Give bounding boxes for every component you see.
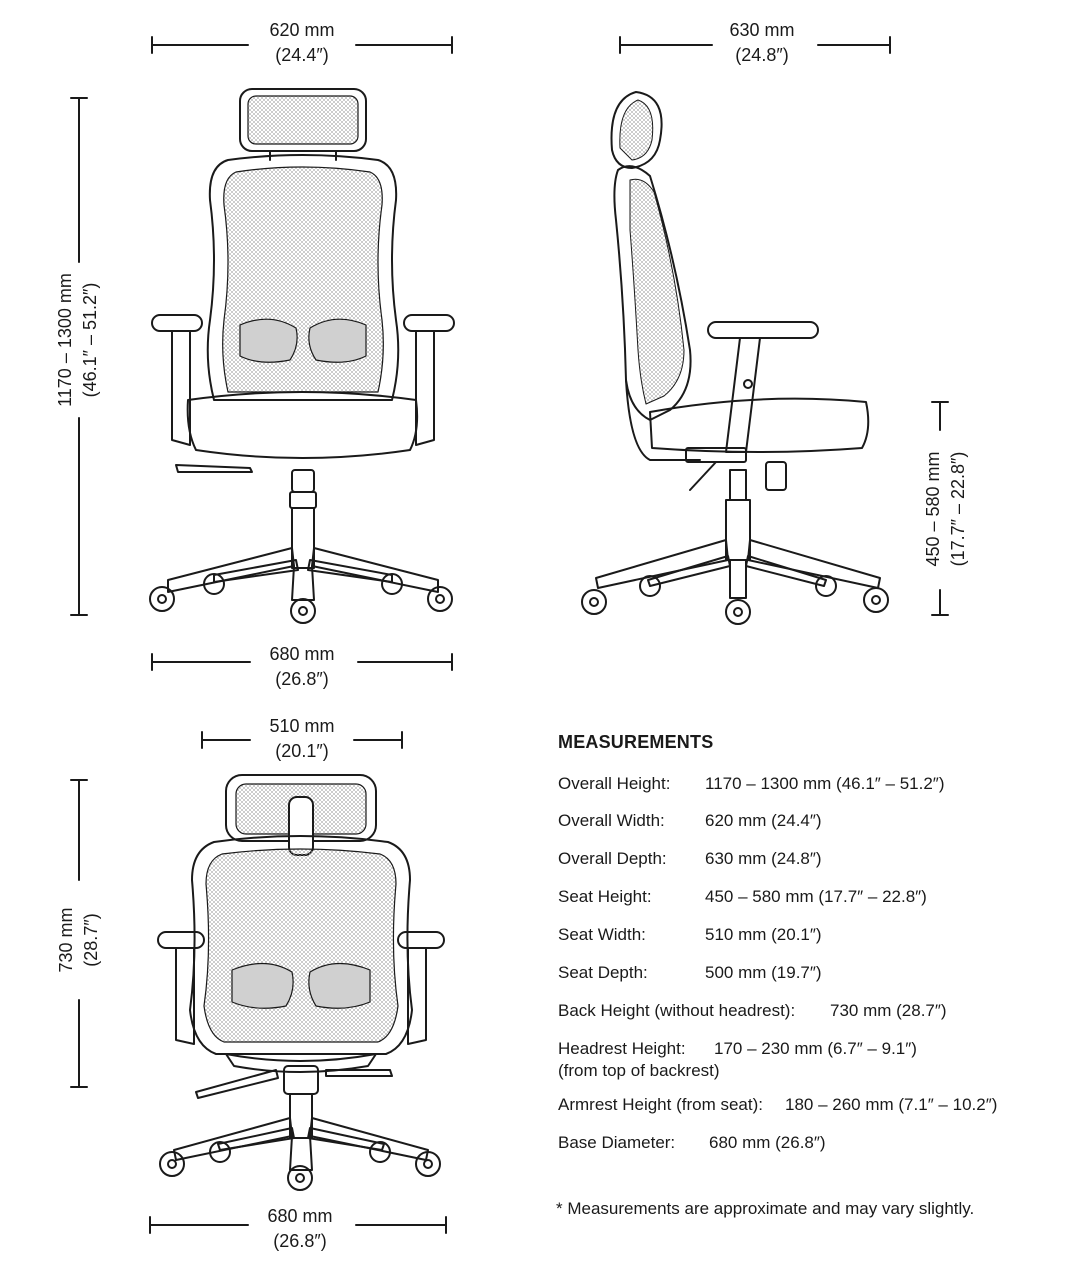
back-height-in: (28.7″) <box>81 913 101 967</box>
measurement-value: 1170 – 1300 mm (46.1″ – 51.2″) <box>705 774 945 793</box>
back-seat-width-label: 510 mm (20.1″) <box>252 714 352 764</box>
measurement-note: (from top of backrest) <box>558 1061 720 1080</box>
measurement-row: Armrest Height (from seat): 180 – 260 mm… <box>558 1094 1058 1116</box>
back-seat-width-in: (20.1″) <box>275 741 329 761</box>
front-height-mm: 1170 – 1300 mm <box>55 273 75 407</box>
measurement-label: Armrest Height (from seat): <box>558 1095 763 1114</box>
front-width-mm: 620 mm <box>269 20 335 40</box>
measurements-title: MEASUREMENTS <box>558 732 714 752</box>
measurement-label: Seat Height: <box>558 887 652 906</box>
back-chair-drawing <box>157 774 445 1191</box>
measurement-row: Seat Depth: 500 mm (19.7″) <box>558 962 1058 984</box>
measurement-label: Seat Depth: <box>558 963 648 982</box>
front-base-dimension-line <box>151 653 453 671</box>
measurement-row: Overall Height: 1170 – 1300 mm (46.1″ – … <box>558 773 1058 795</box>
measurement-value: 180 – 260 mm (7.1″ – 10.2″) <box>785 1095 998 1114</box>
front-height-dimension-line <box>70 97 88 616</box>
back-height-dimension-line <box>70 779 88 1088</box>
back-base-mm: 680 mm <box>267 1206 333 1226</box>
front-width-label: 620 mm (24.4″) <box>252 18 352 68</box>
measurement-label: Overall Width: <box>558 811 665 830</box>
back-base-dimension-line <box>149 1216 447 1234</box>
back-seat-width-dimension-line <box>201 731 403 749</box>
side-seat-height-label: 450 – 580 mm (17.7″ – 22.8″) <box>921 429 971 589</box>
measurement-label: Headrest Height: <box>558 1039 686 1058</box>
back-base-label: 680 mm (26.8″) <box>250 1204 350 1254</box>
measurement-label: Overall Depth: <box>558 849 667 868</box>
front-height-label: 1170 – 1300 mm (46.1″ – 51.2″) <box>53 260 103 420</box>
side-depth-in: (24.8″) <box>735 45 789 65</box>
measurement-label: Overall Height: <box>558 774 671 793</box>
front-height-in: (46.1″ – 51.2″) <box>80 282 100 398</box>
back-height-label: 730 mm (28.7″) <box>54 880 104 1000</box>
side-depth-dimension-line <box>619 36 891 54</box>
measurement-value: 630 mm (24.8″) <box>705 849 822 868</box>
measurement-row: Overall Width: 620 mm (24.4″) <box>558 810 1058 832</box>
measurement-row: Seat Width: 510 mm (20.1″) <box>558 924 1058 946</box>
measurement-row: Back Height (without headrest): 730 mm (… <box>558 1000 1058 1022</box>
measurement-value: 500 mm (19.7″) <box>705 963 822 982</box>
side-depth-mm: 630 mm <box>729 20 795 40</box>
footnote: * Measurements are approximate and may v… <box>556 1199 975 1218</box>
measurement-row: Headrest Height: 170 – 230 mm (6.7″ – 9.… <box>558 1038 1058 1082</box>
front-chair-drawing <box>149 88 455 624</box>
back-seat-width-mm: 510 mm <box>269 716 335 736</box>
front-width-in: (24.4″) <box>275 45 329 65</box>
front-base-in: (26.8″) <box>275 669 329 689</box>
measurement-row: Base Diameter: 680 mm (26.8″) <box>558 1132 1058 1154</box>
measurement-value: 510 mm (20.1″) <box>705 925 822 944</box>
measurement-label: Seat Width: <box>558 925 646 944</box>
side-chair-drawing <box>581 91 889 625</box>
measurement-value: 730 mm (28.7″) <box>830 1001 947 1020</box>
measurement-value: 620 mm (24.4″) <box>705 811 822 830</box>
side-seat-height-in: (17.7″ – 22.8″) <box>948 451 968 567</box>
measurement-value: 170 – 230 mm (6.7″ – 9.1″) <box>714 1039 917 1058</box>
back-height-mm: 730 mm <box>56 907 76 973</box>
side-seat-height-dimension-line <box>931 401 949 616</box>
side-seat-height-mm: 450 – 580 mm <box>923 451 943 567</box>
measurement-label: Base Diameter: <box>558 1133 676 1152</box>
measurements-panel: MEASUREMENTS Overall Height: 1170 – 1300… <box>558 732 1058 1170</box>
front-base-label: 680 mm (26.8″) <box>252 642 352 692</box>
measurement-row: Overall Depth: 630 mm (24.8″) <box>558 848 1058 870</box>
back-base-in: (26.8″) <box>273 1231 327 1251</box>
measurement-value: 450 – 580 mm (17.7″ – 22.8″) <box>705 887 927 906</box>
measurement-value: 680 mm (26.8″) <box>709 1133 826 1152</box>
measurement-label: Back Height (without headrest): <box>558 1001 796 1020</box>
front-base-mm: 680 mm <box>269 644 335 664</box>
front-width-dimension-line <box>151 36 453 54</box>
side-depth-label: 630 mm (24.8″) <box>712 18 812 68</box>
measurement-row: Seat Height: 450 – 580 mm (17.7″ – 22.8″… <box>558 886 1058 908</box>
